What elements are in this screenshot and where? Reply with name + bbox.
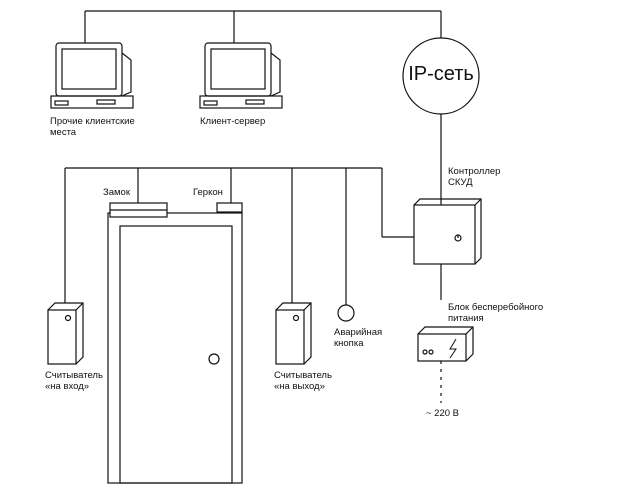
door	[107, 202, 243, 484]
device-bus	[64, 167, 414, 305]
reader-exit	[275, 302, 312, 365]
mains-label: ~ 220 В	[426, 408, 460, 419]
reed-switch-label: Геркон	[193, 187, 223, 198]
reader-entry	[47, 302, 84, 365]
reader-exit-label: Считыватель «на выход»	[274, 370, 332, 392]
network-bus	[84, 10, 442, 205]
emergency-button-label: Аварийная кнопка	[334, 327, 383, 349]
reader-entry-label: Считыватель «на вход»	[45, 370, 103, 392]
controller-label: Контроллер СКУД	[448, 166, 501, 188]
lock-label: Замок	[103, 187, 130, 198]
computer-icon	[199, 42, 283, 109]
computer-icon	[50, 42, 134, 109]
ups-box	[417, 326, 474, 362]
door-handle	[208, 353, 220, 365]
controller-box	[413, 198, 482, 265]
ip-network-node	[402, 37, 480, 115]
ups-label: Блок бесперебойного питания	[448, 302, 544, 324]
other-clients-label: Прочие клиентские места	[50, 116, 135, 138]
client-server-label: Клиент-сервер	[200, 116, 266, 127]
ip-network-label: IP-сеть	[408, 63, 474, 85]
emergency-button-icon	[337, 304, 355, 322]
